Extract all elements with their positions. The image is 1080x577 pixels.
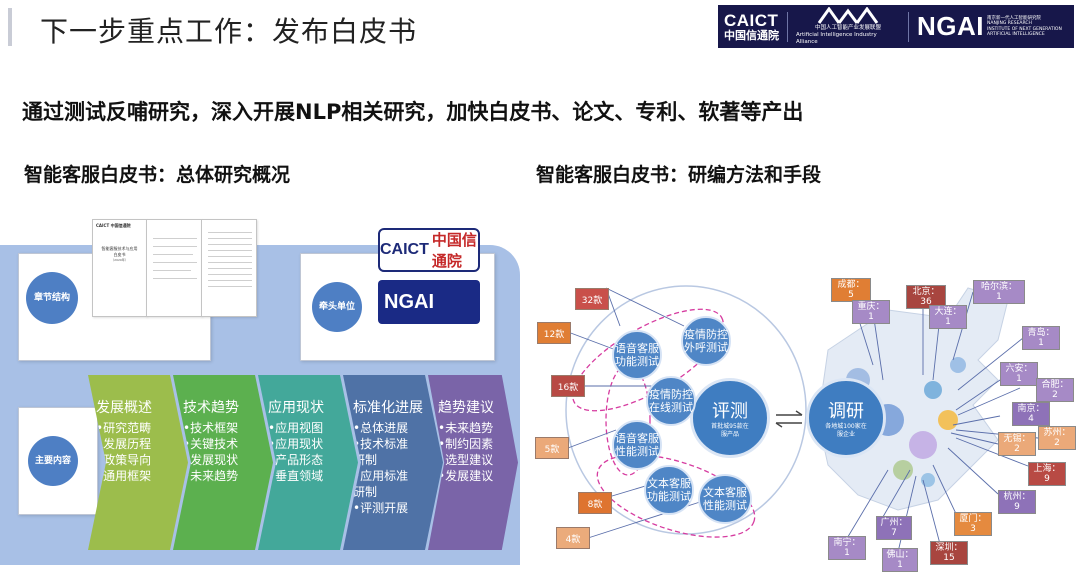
city-box: 厦门：3	[954, 512, 992, 536]
aiia-logo: 中国人工智能产业发展联盟 Artificial Intelligence Ind…	[788, 5, 908, 48]
caict-logo: CAICT 中国信通院	[724, 10, 779, 42]
city-box: 佛山：1	[882, 548, 918, 572]
city-box: 无锡：2	[998, 432, 1036, 456]
caict-lead-logo: CAICT 中国信通院	[378, 228, 480, 272]
step-overview: 发展概述 •研究范畴 •发展历程 •政策导向 •通用框架	[88, 375, 188, 550]
city-box: 南京：4	[1012, 402, 1050, 426]
doc-preface-page	[146, 219, 202, 317]
city-box: 广州：7	[876, 516, 912, 540]
city-box: 南宁：1	[828, 536, 866, 560]
city-box: 重庆：1	[852, 300, 890, 324]
chapter-structure-badge: 章节结构	[26, 272, 78, 324]
city-box: 北京：36	[906, 285, 946, 309]
city-box: 六安：1	[1000, 362, 1038, 386]
test-text-performance: 文本客服性能测试	[698, 474, 752, 524]
methods-diagram	[565, 285, 1039, 553]
research-circle: 调研 各地城100家在 服企业	[806, 378, 886, 458]
city-connectors	[845, 291, 1039, 553]
left-section-title: 智能客服白皮书：总体研究概况	[24, 164, 291, 186]
text-group-outline	[596, 454, 756, 538]
ngai-logo: NGAI 南京新一代人工智能研究院 NANJING RESEARCH INSTI…	[917, 11, 1062, 41]
test-voice-function: 语音客服功能测试	[612, 330, 662, 380]
test-voice-performance: 语音客服性能测试	[612, 420, 662, 470]
city-box: 大连：1	[929, 305, 967, 329]
step-trend-suggestions: 趋势建议 •未来趋势 •制约因素 •选型建议 •发展建议	[428, 375, 518, 550]
subtitle: 通过测试反哺研究，深入开展NLP相关研究，加快白皮书、论文、专利、软著等产出	[22, 100, 804, 124]
city-box: 合肥：2	[1036, 378, 1074, 402]
evaluation-circle: 评测 首批城95款在 服产品	[690, 378, 770, 458]
partner-logos-banner: CAICT 中国信通院 中国人工智能产业发展联盟 Artificial Inte…	[718, 5, 1074, 48]
city-box: 青岛：1	[1022, 326, 1060, 350]
city-box: 上海：9	[1028, 462, 1066, 486]
ngai-lead-logo: NGAI	[378, 280, 480, 324]
page-title: 下一步重点工作：发布白皮书	[40, 15, 418, 48]
test-epidemic-outbound: 疫情防控外呼测试	[681, 316, 731, 366]
main-content-badge: 主要内容	[28, 436, 78, 486]
doc-toc-page	[201, 219, 257, 317]
exchange-arrows-icon	[775, 410, 803, 428]
count-box: 12款	[537, 322, 571, 344]
count-box: 8款	[578, 492, 612, 514]
voice-perf-group-outline	[605, 364, 651, 476]
city-box: 深圳：15	[930, 541, 968, 565]
doc-cover-page: CAICT 中国信通院 智能客服技术与应用 白皮书 （2020年）	[92, 219, 147, 317]
city-box: 哈尔滨：1	[973, 280, 1025, 304]
lead-units-badge: 牵头单位	[312, 282, 362, 332]
title-accent-bar	[8, 8, 12, 46]
aiia-mark-icon	[817, 7, 879, 24]
test-text-function: 文本客服功能测试	[644, 465, 694, 515]
logo-divider	[787, 11, 788, 42]
logo-divider	[908, 11, 909, 42]
city-box: 杭州：9	[998, 490, 1036, 514]
right-section-title: 智能客服白皮书：研编方法和手段	[536, 164, 822, 186]
test-epidemic-online: 疫情防控在线测试	[646, 376, 696, 426]
count-box: 5款	[535, 437, 569, 459]
count-box: 32款	[575, 288, 609, 310]
count-box: 4款	[556, 527, 590, 549]
count-box: 16款	[551, 375, 585, 397]
city-box: 成都：5	[831, 278, 871, 302]
city-box: 苏州：2	[1038, 426, 1076, 450]
